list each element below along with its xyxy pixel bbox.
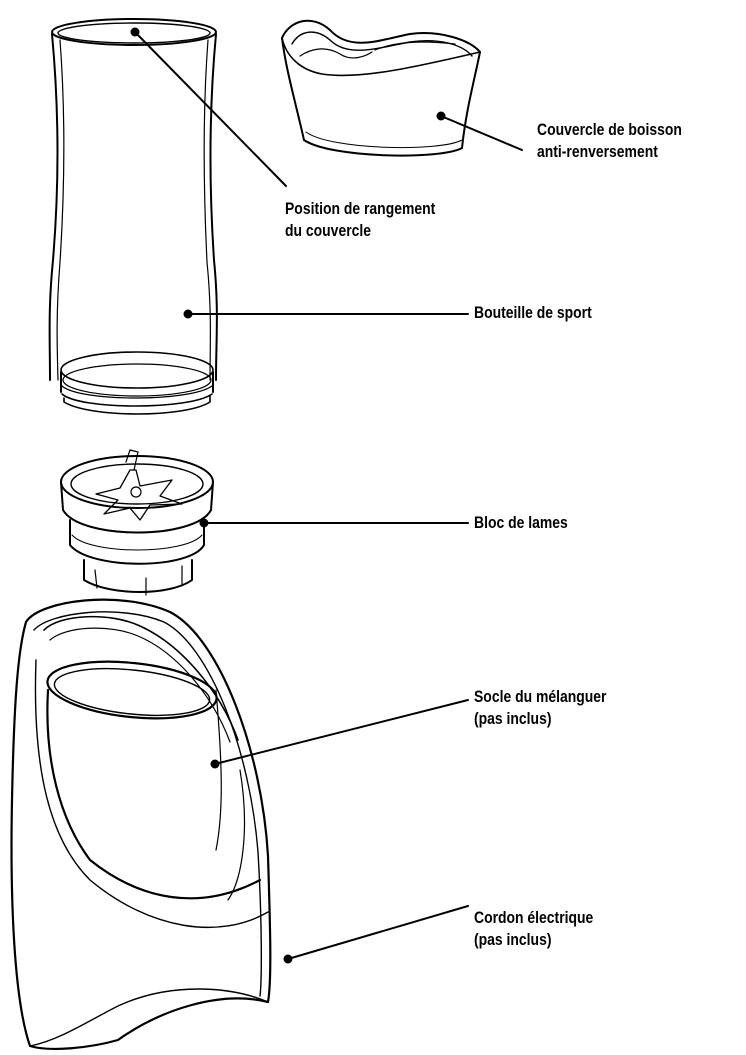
leader-base bbox=[215, 700, 468, 764]
dot-blade bbox=[201, 520, 208, 527]
label-base-line2: (pas inclus) bbox=[474, 709, 552, 728]
label-base-line1: Socle du mélanguer bbox=[474, 687, 607, 706]
dot-base bbox=[212, 761, 219, 768]
label-cord-line2: (pas inclus) bbox=[474, 930, 552, 949]
leader-lines bbox=[132, 29, 523, 963]
label-cord-line1: Cordon électrique bbox=[474, 908, 594, 927]
label-storage-line1: Position de rangement bbox=[285, 199, 436, 218]
label-lid: Couvercle de boisson anti-renversement bbox=[537, 119, 682, 163]
blender-base-drawing bbox=[12, 600, 271, 1049]
label-bottle-line1: Bouteille de sport bbox=[474, 303, 592, 322]
dot-cord bbox=[285, 956, 292, 963]
leader-lid bbox=[441, 116, 522, 150]
label-lid-line2: anti-renversement bbox=[537, 142, 658, 161]
label-blade: Bloc de lames bbox=[474, 512, 568, 534]
dot-bottle bbox=[185, 311, 192, 318]
label-cord: Cordon électrique (pas inclus) bbox=[474, 907, 593, 951]
label-storage: Position de rangement du couvercle bbox=[285, 198, 435, 242]
dot-storage bbox=[132, 29, 139, 36]
label-lid-line1: Couvercle de boisson bbox=[537, 120, 682, 139]
label-base: Socle du mélanguer (pas inclus) bbox=[474, 686, 606, 730]
label-blade-line1: Bloc de lames bbox=[474, 513, 568, 532]
drink-lid-drawing bbox=[282, 21, 480, 156]
label-bottle: Bouteille de sport bbox=[474, 302, 592, 324]
sport-bottle-drawing bbox=[50, 19, 217, 414]
leader-cord bbox=[288, 906, 468, 959]
blade-assembly-drawing bbox=[61, 450, 213, 595]
dot-lid bbox=[438, 113, 445, 120]
leader-storage bbox=[135, 32, 286, 186]
label-storage-line2: du couvercle bbox=[285, 221, 371, 240]
